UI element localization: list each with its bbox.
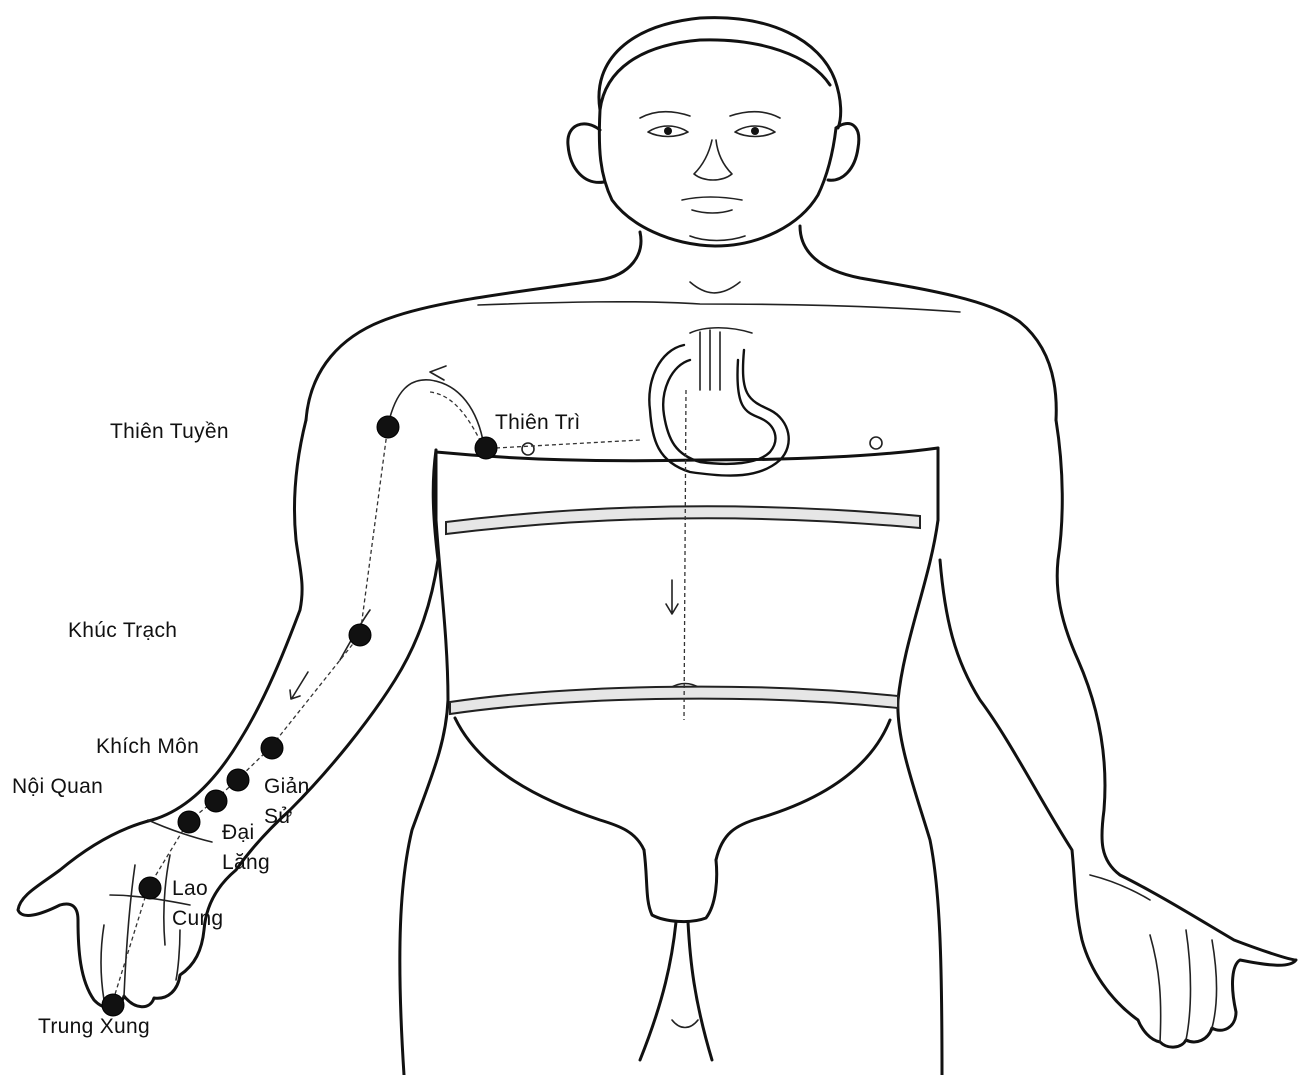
point-khich-mon: [261, 737, 283, 759]
point-thien-tuyen: [377, 416, 399, 438]
point-gian-su: [227, 769, 249, 791]
acupoints: [102, 416, 497, 1016]
point-noi-quan: [205, 790, 227, 812]
label-noi-quan: Nội Quan: [12, 772, 103, 802]
label-dai-lang: Đại Lăng: [222, 818, 270, 878]
torso: [306, 226, 1056, 1075]
point-thien-tri: [475, 437, 497, 459]
point-lao-cung: [139, 877, 161, 899]
label-trung-xung: Trung Xung: [38, 1012, 150, 1042]
point-dai-lang: [178, 811, 200, 833]
right-arm: [940, 420, 1296, 1047]
label-thien-tri: Thiên Trì: [495, 408, 581, 438]
label-lao-cung: Lao Cung: [172, 874, 223, 934]
left-arm: [18, 420, 438, 1008]
point-khuc-trach: [349, 624, 371, 646]
heart: [649, 328, 788, 476]
label-gian-su: Giản Sử: [264, 772, 310, 832]
label-khuc-trach: Khúc Trạch: [68, 616, 177, 646]
head: [568, 18, 859, 246]
label-thien-tuyen: Thiên Tuyền: [110, 417, 229, 447]
label-khich-mon: Khích Môn: [96, 732, 199, 762]
